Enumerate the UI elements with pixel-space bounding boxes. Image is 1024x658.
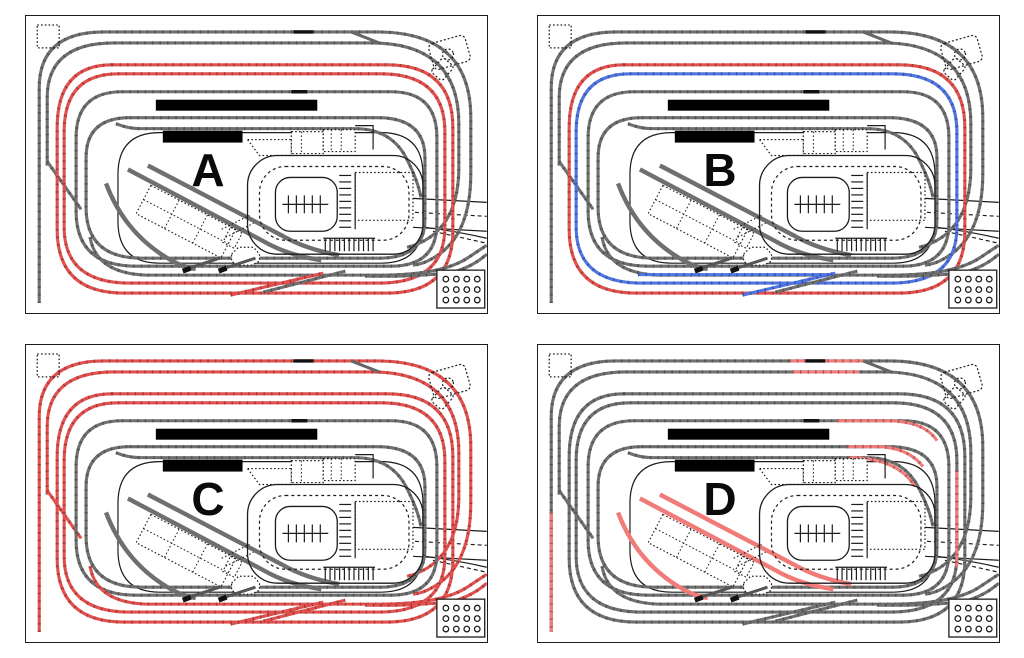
panel-a: A — [25, 15, 488, 314]
track-plan-a-svg — [36, 24, 487, 309]
panel-d: D — [537, 344, 1000, 643]
panel-b: B — [537, 15, 1000, 314]
track-plan-d-svg — [548, 353, 999, 638]
track-plan-b-svg — [548, 24, 999, 309]
panel-c: C — [25, 344, 488, 643]
track-plan-c-svg — [36, 353, 487, 638]
